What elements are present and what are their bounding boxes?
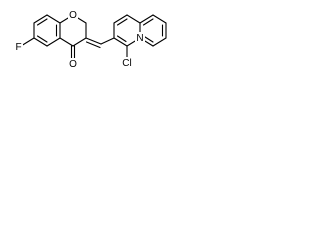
double-bond-inner bbox=[116, 18, 128, 26]
carbonyl-group bbox=[70, 45, 76, 61]
quinoline-benzo-ring bbox=[139, 14, 167, 47]
bond bbox=[152, 37, 167, 47]
atom-label-carbonyl-oxygen: O bbox=[68, 58, 78, 70]
bond bbox=[113, 37, 128, 47]
double-bond-inner bbox=[142, 18, 154, 26]
ring-oxygen-label: O bbox=[69, 10, 77, 21]
bond bbox=[152, 14, 167, 24]
exocyclic-double-bond bbox=[85, 37, 115, 49]
atom-label-ring-oxygen: O bbox=[68, 9, 78, 21]
carbonyl-oxygen-label: O bbox=[69, 59, 77, 70]
bond bbox=[100, 37, 115, 45]
bond bbox=[113, 14, 128, 24]
chromanone-benzene-ring bbox=[33, 14, 61, 47]
double-bond-inner bbox=[142, 35, 154, 43]
bond bbox=[126, 14, 141, 24]
quinoline-pyridine-ring bbox=[113, 14, 141, 47]
bond bbox=[59, 37, 74, 47]
bond bbox=[33, 37, 48, 47]
double-bond-inner bbox=[116, 35, 127, 43]
bond bbox=[46, 14, 61, 24]
fluorine-label: F bbox=[15, 42, 21, 53]
bond bbox=[46, 37, 61, 47]
chlorine-label: Cl bbox=[122, 58, 131, 69]
bond bbox=[139, 14, 154, 24]
bond bbox=[85, 41, 101, 49]
chemical-structure-diagram: F O O N Cl bbox=[14, 9, 167, 70]
atom-label-fluorine: F bbox=[14, 41, 23, 53]
atom-label-chlorine: Cl bbox=[120, 57, 134, 69]
fluoro-bond bbox=[20, 37, 35, 47]
atom-label-nitrogen: N bbox=[135, 32, 145, 44]
bond bbox=[72, 37, 87, 47]
double-bond-inner bbox=[36, 35, 48, 43]
nitrogen-label: N bbox=[136, 33, 143, 44]
double-bond-inner bbox=[36, 18, 48, 26]
bond bbox=[33, 14, 48, 24]
bond bbox=[85, 37, 102, 45]
